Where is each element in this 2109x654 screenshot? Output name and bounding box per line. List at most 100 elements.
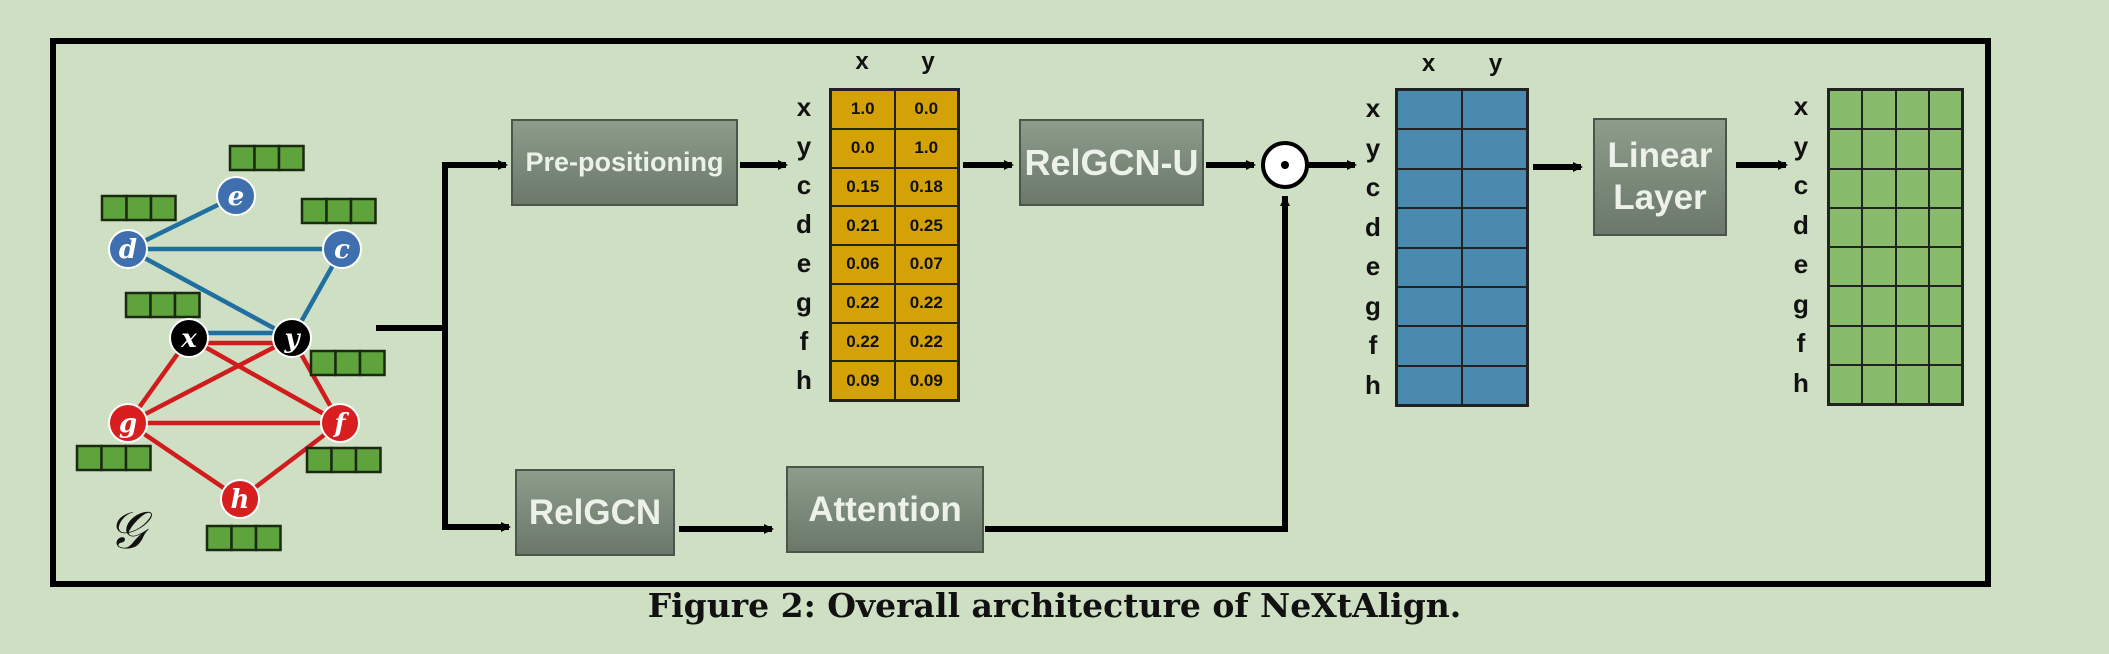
output-cell-d-3 xyxy=(1928,207,1962,247)
output-cell-h-1 xyxy=(1862,364,1896,404)
edge-g-h-red xyxy=(126,421,242,501)
node-label-x: x xyxy=(180,324,197,354)
output-cell-h-0 xyxy=(1829,364,1863,404)
row-label-c: c xyxy=(1793,170,1809,201)
edge-d-y-blue xyxy=(126,247,294,340)
row-label-c: c xyxy=(1365,172,1381,203)
output-cell-d-1 xyxy=(1862,207,1896,247)
node-f: f xyxy=(320,403,360,443)
feature-vector-5 xyxy=(75,444,152,472)
output-cell-f-2 xyxy=(1895,325,1929,365)
output-cell-e-3 xyxy=(1928,247,1962,287)
output-cell-x-1 xyxy=(1862,90,1896,130)
output-cell-g-0 xyxy=(1829,286,1863,326)
node-c: c xyxy=(322,229,362,269)
anchor-cell-d-x: 0.21 xyxy=(831,206,895,245)
edge-e-d-blue xyxy=(127,193,237,252)
output-cell-y-2 xyxy=(1895,129,1929,169)
anchor-cell-h-x: 0.09 xyxy=(831,361,895,400)
output-cell-x-2 xyxy=(1895,90,1929,130)
product-matrix xyxy=(1395,88,1529,407)
anchor-cell-g-x: 0.22 xyxy=(831,283,895,323)
feature-vector-4 xyxy=(309,349,386,377)
hadamard-dot xyxy=(1281,161,1289,169)
row-label-e: e xyxy=(796,248,812,278)
linear-layer-block: Linear Layer xyxy=(1593,118,1727,236)
attention-block: Attention xyxy=(786,466,984,553)
output-cell-e-2 xyxy=(1895,247,1929,287)
product-cell-g-x xyxy=(1397,286,1462,327)
product-cell-x-y xyxy=(1462,90,1527,130)
node-h: h xyxy=(220,479,260,519)
node-label-d: d xyxy=(119,235,137,265)
feature-vector-7 xyxy=(205,524,282,552)
row-label-f: f xyxy=(1796,328,1806,359)
edge-f-h-red xyxy=(238,421,342,501)
output-cell-g-2 xyxy=(1895,286,1929,326)
product-cell-y-x xyxy=(1397,129,1462,169)
output-cell-f-0 xyxy=(1829,325,1863,365)
node-y: y xyxy=(272,318,312,358)
anchor-cell-f-x: 0.22 xyxy=(831,322,895,362)
outer-frame xyxy=(50,38,1991,587)
anchor-cell-c-y: 0.18 xyxy=(894,167,958,207)
node-x: x xyxy=(169,318,209,358)
edge-x-f-red xyxy=(187,336,342,425)
row-label-g: g xyxy=(1365,290,1381,321)
output-cell-c-3 xyxy=(1928,168,1962,208)
output-cell-y-3 xyxy=(1928,129,1962,169)
product-cell-e-x xyxy=(1397,247,1462,287)
row-label-h: h xyxy=(796,365,812,395)
output-cell-y-0 xyxy=(1829,129,1863,169)
output-cell-c-1 xyxy=(1862,168,1896,208)
row-label-e: e xyxy=(1365,251,1381,282)
column-label-y: y xyxy=(921,48,935,75)
row-label-d: d xyxy=(796,209,812,239)
output-cell-d-2 xyxy=(1895,207,1929,247)
node-label-c: c xyxy=(334,235,350,265)
output-matrix xyxy=(1827,88,1964,406)
column-label-x: x xyxy=(1421,50,1436,77)
product-cell-y-y xyxy=(1462,129,1527,169)
pre-positioning-block: Pre-positioning xyxy=(511,119,738,206)
product-cell-c-y xyxy=(1462,168,1527,209)
row-label-x: x xyxy=(796,92,812,122)
row-label-e: e xyxy=(1793,249,1809,280)
product-cell-f-y xyxy=(1462,326,1527,366)
output-cell-y-1 xyxy=(1862,129,1896,169)
row-label-x: x xyxy=(1365,93,1381,124)
node-label-e: e xyxy=(228,182,245,212)
anchor-cell-y-x: 0.0 xyxy=(831,128,895,168)
anchor-cell-g-y: 0.22 xyxy=(894,283,958,323)
row-label-y: y xyxy=(1365,132,1381,163)
feature-vector-6 xyxy=(305,446,382,474)
row-label-h: h xyxy=(1793,367,1809,398)
attention-to-operator-line xyxy=(985,196,1288,532)
product-cell-d-y xyxy=(1462,208,1527,248)
product-cell-g-y xyxy=(1462,286,1527,327)
figure-caption: Figure 2: Overall architecture of NeXtAl… xyxy=(647,586,1462,625)
row-label-g: g xyxy=(1793,288,1809,319)
row-label-h: h xyxy=(1365,369,1381,400)
feature-blocks xyxy=(75,144,386,552)
output-cell-h-3 xyxy=(1928,364,1962,404)
anchor-cell-f-y: 0.22 xyxy=(894,322,958,362)
relgcn-u-block: RelGCN-U xyxy=(1019,119,1204,206)
product-cell-e-y xyxy=(1462,247,1527,287)
feature-vector-2 xyxy=(300,197,377,225)
row-label-y: y xyxy=(1793,130,1809,161)
output-cell-g-1 xyxy=(1862,286,1896,326)
feature-vector-3 xyxy=(124,291,201,319)
output-cell-h-2 xyxy=(1895,364,1929,404)
output-cell-x-3 xyxy=(1928,90,1962,130)
anchor-cell-d-y: 0.25 xyxy=(894,206,958,245)
output-cell-g-3 xyxy=(1928,286,1962,326)
graph-symbol: 𝒢 xyxy=(108,501,153,561)
row-label-g: g xyxy=(796,287,812,317)
